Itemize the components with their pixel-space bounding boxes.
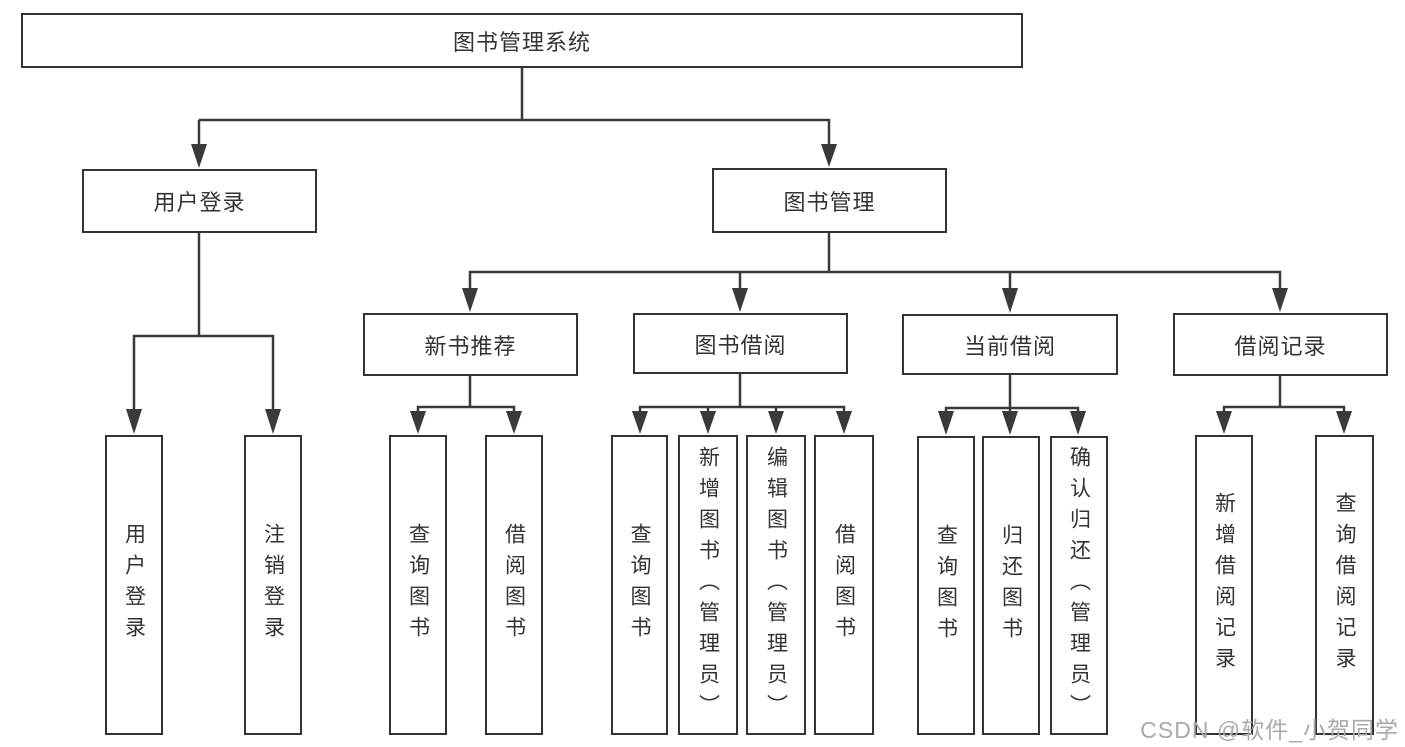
leaf-query-books-recommend: 查询图书 bbox=[389, 435, 447, 735]
leaf-query-books-current: 查询图书 bbox=[917, 436, 975, 735]
leaf-logout: 注销登录 bbox=[244, 435, 302, 735]
node-user-login: 用户登录 bbox=[82, 169, 317, 233]
leaf-add-borrow-record: 新增借阅记录 bbox=[1195, 435, 1253, 735]
node-new-book-recommend: 新书推荐 bbox=[363, 313, 578, 376]
leaf-query-borrow-record: 查询借阅记录 bbox=[1315, 435, 1374, 735]
node-root-system: 图书管理系统 bbox=[21, 13, 1023, 68]
leaf-add-books-admin: 新增图书（管理员） bbox=[678, 435, 738, 735]
leaf-user-login: 用户登录 bbox=[105, 435, 163, 735]
leaf-edit-books-admin: 编辑图书（管理员） bbox=[746, 435, 806, 735]
node-borrow-records: 借阅记录 bbox=[1173, 313, 1388, 376]
node-current-borrow: 当前借阅 bbox=[902, 314, 1118, 375]
csdn-watermark: CSDN @软件_小贺同学 bbox=[1140, 717, 1399, 743]
leaf-borrow-books-recommend: 借阅图书 bbox=[485, 435, 543, 735]
node-book-borrow: 图书借阅 bbox=[633, 313, 848, 374]
leaf-query-books-borrow: 查询图书 bbox=[611, 435, 668, 735]
node-book-management: 图书管理 bbox=[712, 168, 947, 233]
leaf-confirm-return-admin: 确认归还（管理员） bbox=[1050, 436, 1108, 735]
leaf-borrow-books: 借阅图书 bbox=[814, 435, 874, 735]
leaf-return-books: 归还图书 bbox=[982, 436, 1040, 735]
